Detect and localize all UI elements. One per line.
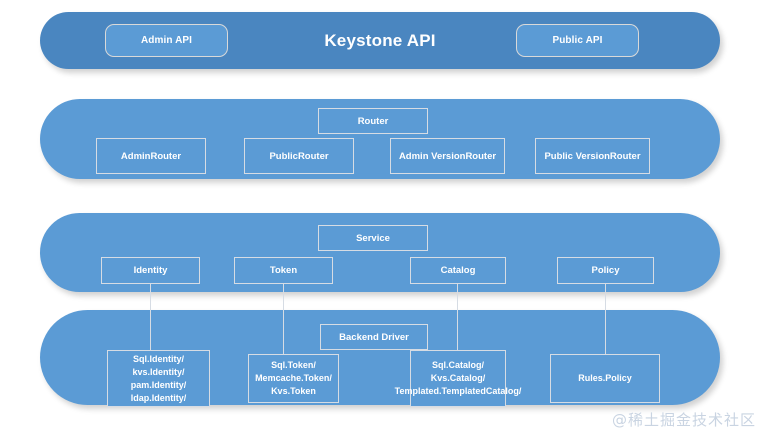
node-catalog[interactable]: Catalog xyxy=(410,257,506,284)
node-catalog-label: Catalog xyxy=(440,265,476,276)
node-policy[interactable]: Policy xyxy=(557,257,654,284)
node-service-header-label: Service xyxy=(356,232,390,244)
node-token[interactable]: Token xyxy=(234,257,333,284)
node-policy-label: Policy xyxy=(591,265,620,276)
node-public-version-router-label: Public VersionRouter xyxy=(544,150,641,162)
connector-identity xyxy=(150,284,151,350)
node-admin-router-label: AdminRouter xyxy=(120,150,182,162)
connector-token xyxy=(283,284,284,354)
connector-policy xyxy=(605,284,606,354)
node-public-router-label: PublicRouter xyxy=(269,150,329,162)
node-identity-drivers[interactable]: Sql.Identity/ kvs.Identity/ pam.Identity… xyxy=(107,350,210,407)
node-public-api-label: Public API xyxy=(552,35,603,46)
node-public-router[interactable]: PublicRouter xyxy=(244,138,354,174)
connector-catalog xyxy=(457,284,458,350)
watermark: @稀土掘金技术社区 xyxy=(612,411,757,429)
node-admin-version-router-label: Admin VersionRouter xyxy=(398,150,497,162)
node-identity-drivers-label: Sql.Identity/ kvs.Identity/ pam.Identity… xyxy=(130,353,187,403)
node-token-drivers[interactable]: Sql.Token/ Memcache.Token/ Kvs.Token xyxy=(248,354,339,403)
node-admin-api-label: Admin API xyxy=(140,35,193,46)
node-admin-api[interactable]: Admin API xyxy=(105,24,228,57)
node-public-version-router[interactable]: Public VersionRouter xyxy=(535,138,650,174)
node-identity[interactable]: Identity xyxy=(101,257,200,284)
node-backend-driver-header-label: Backend Driver xyxy=(339,331,409,343)
node-identity-label: Identity xyxy=(133,265,168,276)
node-admin-version-router[interactable]: Admin VersionRouter xyxy=(390,138,505,174)
node-token-drivers-label: Sql.Token/ Memcache.Token/ Kvs.Token xyxy=(255,360,332,396)
node-public-api[interactable]: Public API xyxy=(516,24,639,57)
node-backend-driver-header[interactable]: Backend Driver xyxy=(320,324,428,350)
node-router-header-label: Router xyxy=(357,115,389,127)
node-token-label: Token xyxy=(269,265,298,276)
node-catalog-drivers-label: Sql.Catalog/ Kvs.Catalog/ Templated.Temp… xyxy=(394,360,522,396)
node-service-header[interactable]: Service xyxy=(318,225,428,251)
node-policy-drivers-label: Rules.Policy xyxy=(578,373,632,383)
node-catalog-drivers[interactable]: Sql.Catalog/ Kvs.Catalog/ Templated.Temp… xyxy=(395,350,521,407)
node-admin-router[interactable]: AdminRouter xyxy=(96,138,206,174)
node-router-header[interactable]: Router xyxy=(318,108,428,134)
node-policy-drivers[interactable]: Rules.Policy xyxy=(550,354,660,403)
page-title: Keystone API xyxy=(324,31,436,50)
